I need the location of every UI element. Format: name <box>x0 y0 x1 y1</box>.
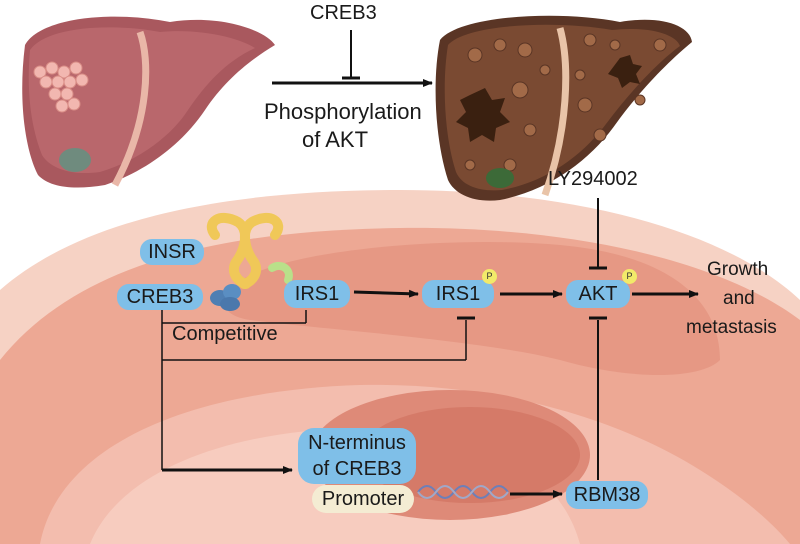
akt-pill: AKT <box>566 280 630 308</box>
rbm38-pill: RBM38 <box>566 481 648 509</box>
liver-early-tumor <box>22 16 276 188</box>
creb3-inhibits-irs1p <box>161 316 475 361</box>
insulin-receptor <box>206 212 293 289</box>
growth-label-line3: metastasis <box>686 317 777 338</box>
phosphorylation-label-line2: of AKT <box>302 127 369 152</box>
arrow-irs1-to-irs1p <box>353 289 419 298</box>
phosphorylation-label-line1: Phosphorylation <box>264 99 422 124</box>
ly294002-inhibitor <box>589 198 607 270</box>
rbm38-inhibits-akt <box>589 316 607 480</box>
n-terminus-label-line1: N-terminus <box>308 432 406 454</box>
creb3-top-label: CREB3 <box>310 2 377 24</box>
creb3-protein-blob <box>210 284 241 311</box>
growth-label-line1: Growth <box>707 259 769 280</box>
competitive-bracket <box>161 310 307 324</box>
dna-helix <box>417 485 509 499</box>
competitive-label: Competitive <box>172 323 278 345</box>
promoter-pill: Promoter <box>312 485 414 513</box>
irs1-phospho-badge: P <box>482 269 497 284</box>
creb3-to-nucleus-arrow <box>161 360 293 474</box>
insr-pill: INSR <box>140 239 204 265</box>
n-terminus-pill: N-terminus of CREB3 <box>298 428 416 484</box>
irs1-phospho-pill: IRS1 <box>422 280 494 308</box>
growth-label-line2: and <box>723 288 755 309</box>
creb3-pill: CREB3 <box>117 284 203 310</box>
ly294002-label: LY294002 <box>548 168 638 190</box>
top-phosphorylation-arrow <box>272 30 433 87</box>
liver-advanced-tumor <box>435 15 692 201</box>
n-terminus-label-line2: of CREB3 <box>312 458 402 480</box>
akt-phospho-badge: P <box>622 269 637 284</box>
irs1-pill: IRS1 <box>284 280 350 308</box>
